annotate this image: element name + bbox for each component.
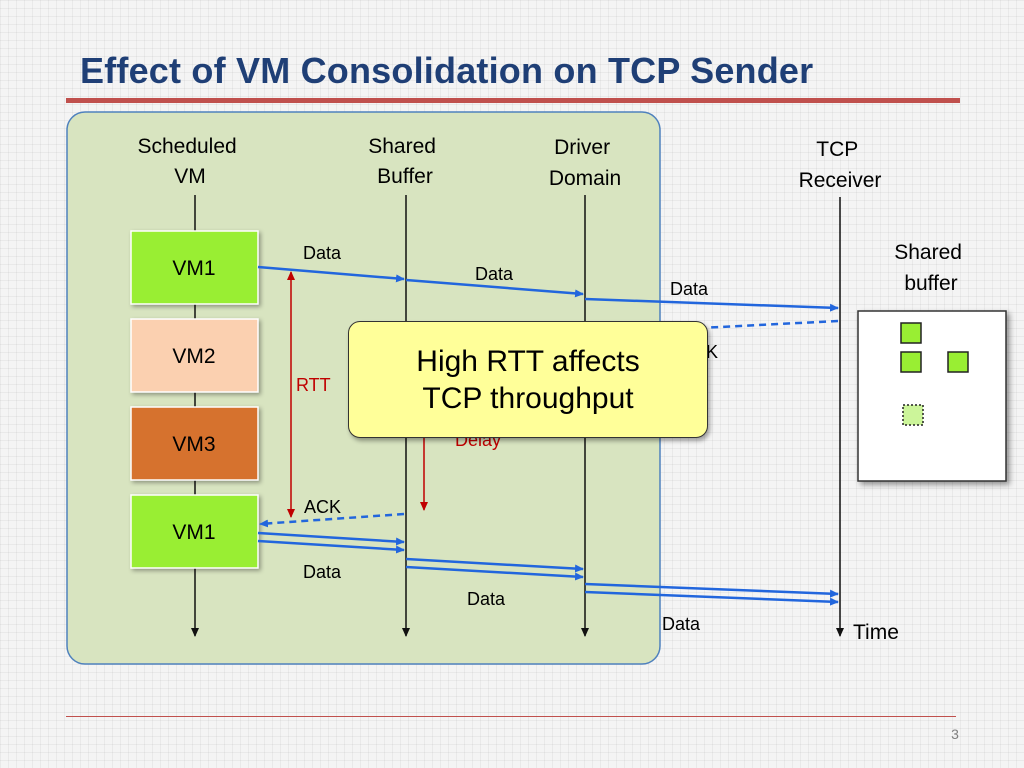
vm-block-label: VM2 — [172, 345, 215, 368]
callout-line-1: High RTT affects — [416, 344, 640, 378]
vm-block-label: VM1 — [172, 521, 215, 544]
data-arrow-buffer-to-driver — [405, 278, 584, 298]
callout-high-rtt: High RTT affects TCP throughput — [348, 321, 708, 438]
data-arrow-buffer-to-driver-2b — [405, 565, 584, 581]
ack-label-partial: K — [706, 342, 718, 362]
data-arrow-driver-to-receiver-2a — [584, 582, 839, 598]
data-label-2: Data — [475, 264, 514, 284]
buffer-packet-pending — [902, 404, 924, 426]
callout-line-2: TCP throughput — [422, 381, 634, 415]
vm-block-vm1-first: VM1 — [130, 230, 259, 305]
column-header-shared-buffer: Shared Buffer — [368, 135, 442, 188]
shared-buffer-box-title: Shared buffer — [894, 241, 968, 295]
vm-block-vm1-second: VM1 — [130, 494, 259, 569]
data-label-3: Data — [670, 279, 709, 299]
data-label-1: Data — [303, 243, 342, 263]
shared-buffer-box — [857, 310, 1007, 482]
time-axis-label: Time — [853, 621, 899, 644]
data-arrow-buffer-to-driver-2a — [405, 557, 584, 573]
data-label-6: Data — [662, 614, 701, 634]
buffer-packet — [900, 351, 922, 373]
footer-rule — [66, 716, 956, 717]
data-arrow-vm-to-buffer-2b — [257, 539, 405, 554]
vm-block-vm2: VM2 — [130, 318, 259, 393]
column-header-tcp-receiver: TCP Receiver — [799, 138, 882, 192]
ack-arrow-to-vm — [259, 512, 405, 528]
page-number: 3 — [951, 726, 959, 742]
vm-block-label: VM1 — [172, 257, 215, 280]
data-arrow-driver-to-receiver-2b — [584, 590, 839, 606]
buffer-packet — [947, 351, 969, 373]
data-label-4: Data — [303, 562, 342, 582]
data-arrow-driver-to-receiver — [584, 297, 839, 312]
data-arrow-vm-to-buffer-2a — [257, 531, 405, 546]
title-underline — [66, 98, 960, 103]
data-arrow-vm-to-buffer — [257, 265, 405, 283]
rtt-label: RTT — [296, 375, 331, 395]
vm-block-vm3: VM3 — [130, 406, 259, 481]
vm-block-label: VM3 — [172, 433, 215, 456]
column-header-driver-domain: Driver Domain — [549, 136, 621, 190]
slide-title: Effect of VM Consolidation on TCP Sender — [80, 50, 814, 91]
ack-arrow-from-receiver — [699, 319, 839, 330]
data-label-5: Data — [467, 589, 506, 609]
buffer-packet — [900, 322, 922, 344]
ack-label: ACK — [304, 497, 341, 517]
column-header-scheduled-vm: Scheduled VM — [137, 135, 242, 188]
